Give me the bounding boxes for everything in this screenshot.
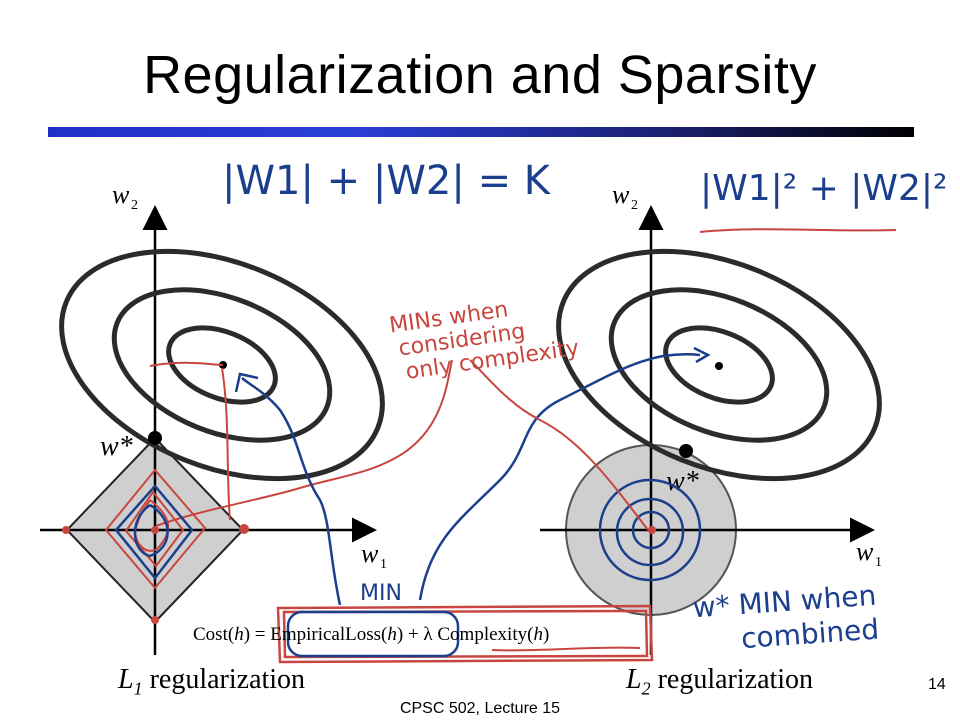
l2-caption-sub: 2 (641, 678, 651, 699)
l2-contour-outer (556, 248, 882, 482)
l1-red-dot-bottom (151, 616, 159, 624)
l1-y-axis-sub: 2 (131, 198, 138, 213)
l2-solution-point (679, 444, 693, 458)
l2-blue-arrow-curve (418, 353, 701, 601)
l1-blue-arrowhead (234, 372, 259, 393)
min-annotation: MIN (360, 581, 402, 606)
l1-caption: L1 regularization (118, 664, 305, 700)
l1-red-dot-center (151, 526, 159, 534)
slide-footer: CPSC 502, Lecture 15 (399, 700, 561, 717)
l1-red-dot-left (62, 526, 70, 534)
l1-contour-inner (166, 325, 278, 405)
l1-y-axis-label: w (112, 180, 130, 209)
complexity-red-underline (491, 646, 641, 652)
formula-close: ) (542, 624, 550, 645)
l1-constraint-annotation: |W1| + |W2| = K (222, 158, 552, 204)
mins-annotation: MINs when considering only complexity (388, 297, 581, 385)
l2-caption-text: regularization (657, 664, 814, 695)
title-underline (48, 127, 914, 137)
formula-part-empirical: ) = EmpiricalLoss( (243, 624, 388, 645)
l2-contour-inner (663, 325, 775, 405)
formula-red-box (276, 604, 654, 664)
l2-loss-minimum-dot (715, 362, 723, 370)
l2-constraint-annotation: |W1|² + |W2|² = K (700, 168, 960, 209)
l1-contour-middle (111, 287, 333, 443)
formula-part-cost: Cost( (193, 624, 235, 645)
l1-contour-outer (59, 248, 385, 482)
l2-contour-middle (608, 287, 830, 443)
l1-x-axis-sub: 1 (380, 557, 387, 572)
l1-caption-sub: 1 (133, 678, 143, 699)
l1-panel: w 2 w 1 w* (40, 180, 453, 655)
formula-h3: h (533, 624, 543, 645)
l1-blue-sketches (114, 372, 342, 606)
l2-caption-symbol: L (626, 664, 642, 695)
l1-red-sketches (104, 359, 453, 590)
l1-solution-point (148, 431, 162, 445)
l2-red-sketches (469, 228, 897, 531)
cost-formula: Cost(h) = EmpiricalLoss(h) + λ Complexit… (193, 624, 549, 646)
l2-x-axis-label: w (856, 537, 874, 566)
l2-red-dot-center (648, 526, 656, 534)
l2-caption: L2 regularization (626, 664, 813, 700)
l1-point-label: w* (100, 431, 133, 462)
l1-red-dot-right (239, 524, 249, 534)
l1-blue-arrow-curve (241, 377, 342, 606)
formula-h2: h (387, 624, 397, 645)
l2-blue-arrowhead (693, 346, 711, 364)
l1-x-axis-label: w (361, 539, 379, 568)
l2-y-axis-label: w (612, 180, 630, 209)
l2-x-axis-sub: 1 (875, 555, 882, 570)
l2-y-axis-sub: 2 (631, 198, 638, 213)
l2-blue-sketches (418, 346, 711, 601)
l1-caption-symbol: L (118, 664, 134, 695)
page-number: 14 (928, 676, 946, 693)
formula-h1: h (234, 624, 244, 645)
l2-panel: w 2 w 1 w* (418, 180, 897, 655)
l2-loss-contours (556, 248, 882, 482)
combined-annotation: w* MIN when combined (692, 579, 880, 655)
formula-part-complexity: ) + λ Complexity( (396, 624, 534, 645)
l1-loss-contours (59, 248, 385, 482)
l1-caption-text: regularization (149, 664, 306, 695)
slide-title: Regularization and Sparsity (143, 45, 817, 105)
empirical-loss-blue-box (286, 610, 460, 658)
